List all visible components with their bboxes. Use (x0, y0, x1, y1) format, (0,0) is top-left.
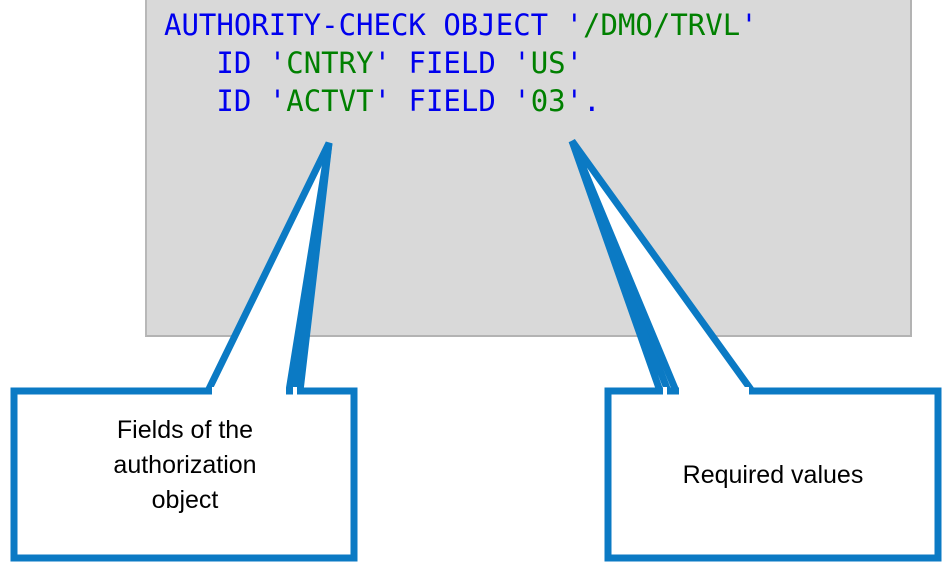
code-token-string: CNTRY (286, 46, 374, 80)
callout-left-box[interactable] (10, 387, 358, 562)
code-token-quote: ' (513, 46, 531, 80)
callout-left-group[interactable] (10, 141, 358, 562)
code-token-punctuation: . (583, 84, 601, 118)
callout-left-notch-mask (212, 387, 286, 396)
code-token-quote: ' (268, 46, 287, 80)
code-token-quote: ' (513, 84, 531, 118)
callout-label-line: authorization (113, 451, 257, 479)
callout-left-notch-mask-2 (293, 387, 297, 396)
code-token-quote: ' (373, 46, 392, 80)
code-token-string: /DMO/TRVL (583, 8, 741, 42)
callout-right-notch-mask (663, 387, 667, 396)
code-token-quote: ' (268, 84, 287, 118)
code-token-quote: ' (565, 84, 584, 118)
callout-left-label: Fields of the authorization object (22, 413, 348, 518)
callout-right-label: Required values (616, 458, 930, 493)
code-token-keyword: ID (216, 46, 269, 80)
code-token-keyword: FIELD (391, 46, 514, 80)
code-token-keyword: ID (216, 84, 269, 118)
callout-right-notch-mask-2 (679, 387, 749, 396)
code-token-quote: ' (565, 46, 584, 80)
callout-label-line: Required values (682, 461, 864, 489)
code-token-string: 03 (530, 84, 566, 118)
code-token-keyword: AUTHORITY-CHECK OBJECT (164, 8, 566, 42)
code-token-string: ACTVT (286, 84, 374, 118)
callout-right-box[interactable] (604, 387, 942, 562)
code-token-quote: ' (565, 8, 584, 42)
code-token-quote: ' (740, 8, 758, 42)
code-token-quote: ' (373, 84, 392, 118)
code-listing: AUTHORITY-CHECK OBJECT '/DMO/TRVL' ID 'C… (164, 6, 758, 120)
code-token-keyword: FIELD (391, 84, 514, 118)
callout-right-pointer-b (568, 138, 759, 395)
code-token-string: US (530, 46, 566, 80)
callout-label-line: Fields of the (116, 416, 254, 444)
callout-label-line: object (151, 486, 219, 514)
callout-right-group[interactable] (568, 138, 942, 562)
